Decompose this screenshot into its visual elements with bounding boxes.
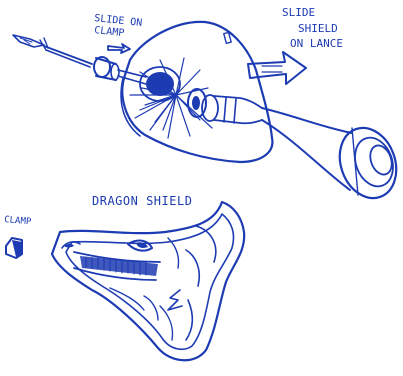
lance-grip bbox=[188, 89, 262, 123]
lance-clamp bbox=[94, 57, 146, 84]
shield-arrow-hatching bbox=[262, 66, 282, 72]
clamp-part-drawing bbox=[6, 238, 22, 258]
label-dragon-shield-title: DRAGON SHIELD bbox=[92, 194, 192, 208]
clamp-direction-arrow bbox=[108, 44, 130, 53]
label-slide-on-clamp-line2: CLAMP bbox=[94, 25, 125, 39]
lance-spear-tip bbox=[13, 35, 48, 50]
label-slide-shield-line1: SLIDE bbox=[282, 6, 315, 19]
shield-direction-arrow bbox=[248, 52, 306, 84]
shield-hub bbox=[140, 67, 180, 101]
dragon-shield-drawing bbox=[52, 202, 244, 360]
label-slide-shield-line3: ON LANCE bbox=[290, 37, 343, 50]
lance-shaft bbox=[44, 46, 92, 67]
shield-disc bbox=[121, 22, 272, 162]
label-slide-shield-line2: SHIELD bbox=[298, 22, 338, 35]
lance-assembly-drawing bbox=[13, 22, 403, 206]
label-clamp: CLAMP bbox=[4, 215, 32, 227]
lance-butt bbox=[262, 108, 403, 206]
